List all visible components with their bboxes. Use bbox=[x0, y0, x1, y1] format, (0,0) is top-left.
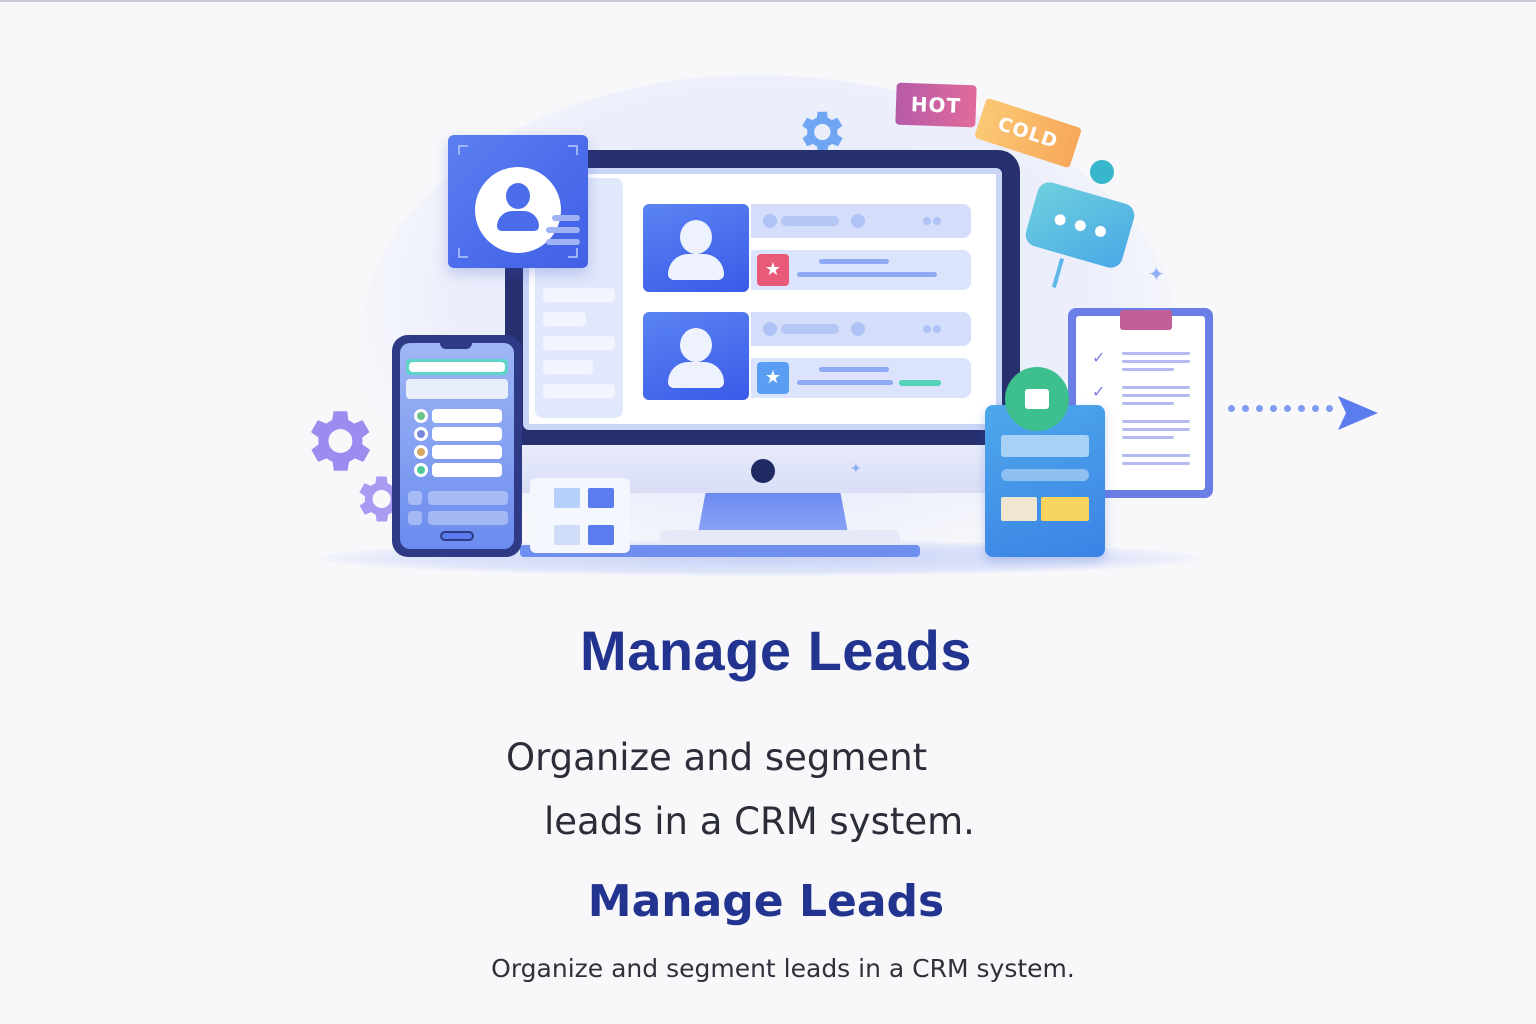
mobile-phone bbox=[392, 335, 522, 557]
monitor-stand bbox=[698, 493, 848, 533]
profile-card bbox=[448, 135, 588, 268]
monitor: ★ ★ bbox=[505, 150, 1020, 450]
lead-avatar bbox=[643, 312, 749, 400]
note-card bbox=[985, 367, 1105, 557]
crm-screen: ★ ★ bbox=[523, 168, 1002, 430]
grid-widget bbox=[530, 478, 630, 553]
star-icon: ★ bbox=[757, 254, 789, 286]
teal-dot bbox=[1090, 160, 1114, 184]
message-icon bbox=[1005, 367, 1069, 431]
subtitle-line-1: Organize and segment bbox=[506, 736, 928, 779]
arrow-right-icon bbox=[1338, 396, 1378, 430]
star-icon: ★ bbox=[757, 362, 789, 394]
hot-tag: HOT bbox=[895, 82, 977, 128]
lead-card: ★ bbox=[643, 312, 971, 402]
sparkle-icon: ✦ bbox=[1148, 262, 1165, 286]
subtitle-line-2: leads in a CRM system. bbox=[544, 800, 975, 843]
hero-illustration: ★ ★ bbox=[296, 75, 1378, 576]
page-title: Manage Leads bbox=[580, 619, 972, 682]
sparkle-icon: ✦ bbox=[850, 461, 862, 477]
top-divider bbox=[0, 0, 1536, 2]
lead-avatar bbox=[643, 204, 749, 292]
home-button bbox=[440, 531, 474, 541]
check-icon: ✓ bbox=[1092, 348, 1106, 367]
gear-icon bbox=[792, 104, 848, 160]
section-title: Manage Leads bbox=[587, 876, 945, 927]
monitor-camera bbox=[751, 459, 775, 483]
gear-icon bbox=[296, 400, 378, 482]
check-icon: ✓ bbox=[1092, 382, 1106, 401]
section-subtitle: Organize and segment leads in a CRM syst… bbox=[491, 954, 1075, 983]
phone-search-bar bbox=[406, 359, 508, 375]
user-icon bbox=[475, 167, 561, 253]
clipboard-clip bbox=[1120, 310, 1172, 330]
page-subtitle: Organize and segment leads in a CRM syst… bbox=[506, 726, 975, 854]
lead-card: ★ bbox=[643, 204, 971, 294]
arrow-dotted-trail bbox=[1228, 405, 1333, 412]
